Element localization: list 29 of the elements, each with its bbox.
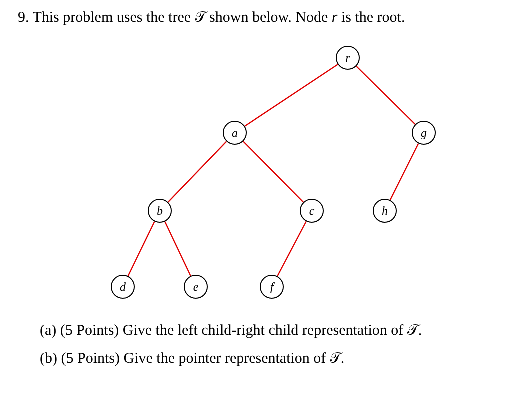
tree-edge — [356, 66, 416, 125]
tree-edge — [390, 143, 420, 201]
tree-edge — [164, 222, 192, 276]
tree-edge — [277, 221, 307, 277]
problem-statement: 9. This problem uses the tree 𝒯 shown below. Node r is the root. — [18, 9, 406, 27]
node-label: b — [157, 205, 163, 217]
tree-node — [148, 199, 172, 223]
tree-node — [260, 275, 284, 299]
node-label: e — [193, 281, 199, 293]
tree-node — [412, 121, 436, 145]
node-label: d — [120, 281, 126, 293]
question-text: (a) (5 Points) Give the left child-right child representation of 𝒯. — [40, 322, 422, 340]
tree-node — [336, 46, 360, 70]
node-label: g — [421, 127, 427, 139]
question-text: (b) (5 Points) Give the pointer representation of 𝒯. — [40, 350, 345, 368]
node-label: f — [270, 281, 274, 293]
node-label: h — [382, 205, 388, 217]
tree-node — [373, 199, 397, 223]
tree-node — [223, 121, 247, 145]
tree-node — [300, 199, 324, 223]
tree-edge — [243, 141, 304, 203]
node-label: c — [309, 205, 315, 217]
node-label: a — [232, 127, 238, 139]
node-label: r — [346, 52, 350, 64]
tree-edge — [128, 222, 156, 276]
tree-node — [184, 275, 208, 299]
tree-edge — [168, 141, 228, 203]
tree-node — [111, 275, 135, 299]
tree-edge — [244, 64, 338, 127]
